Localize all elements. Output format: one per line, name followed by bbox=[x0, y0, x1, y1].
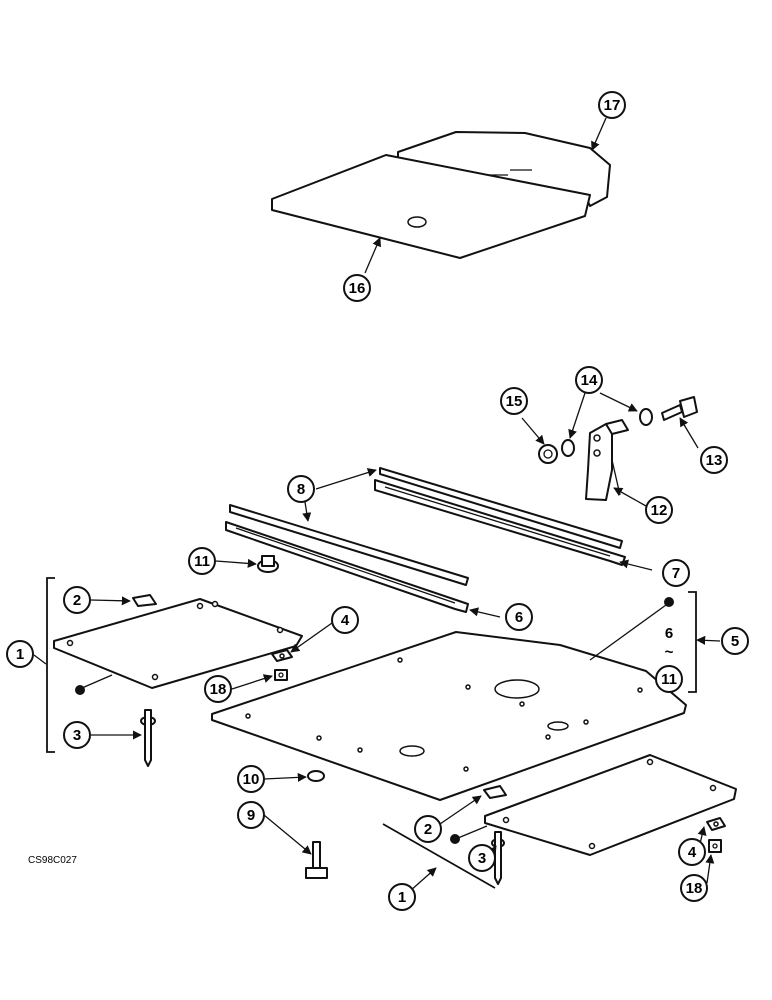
callout-14: 14 bbox=[575, 366, 603, 394]
callout-18: 18 bbox=[680, 874, 708, 902]
callout-label: 3 bbox=[73, 727, 81, 744]
callout-label: 14 bbox=[581, 372, 598, 389]
leader-lines bbox=[33, 117, 721, 892]
screw-18-left bbox=[274, 669, 288, 681]
callout-3: 3 bbox=[63, 721, 91, 749]
callout-label: 13 bbox=[706, 452, 723, 469]
callout-label: 1 bbox=[16, 646, 24, 663]
bolt-13 bbox=[661, 396, 698, 421]
callout-9: 9 bbox=[237, 801, 265, 829]
callout-3: 3 bbox=[468, 844, 496, 872]
callout-10: 10 bbox=[237, 765, 265, 793]
main-floor-plate bbox=[211, 631, 687, 801]
callout-4: 4 bbox=[678, 838, 706, 866]
callout-12: 12 bbox=[645, 496, 673, 524]
channel-7 bbox=[374, 479, 626, 566]
callout-label: 18 bbox=[686, 880, 703, 897]
clip-2-left bbox=[132, 594, 157, 607]
drawing-code: CS98C027 bbox=[28, 855, 77, 866]
screw-18-right bbox=[708, 839, 722, 853]
sealant-dot bbox=[664, 597, 674, 607]
callout-7: 7 bbox=[662, 559, 690, 587]
callout-17: 17 bbox=[598, 91, 626, 119]
callout-5: 5 bbox=[721, 627, 749, 655]
floor-plate-left bbox=[53, 598, 303, 689]
bracket-12 bbox=[585, 419, 629, 501]
assembly-bracket-1-left bbox=[46, 577, 55, 753]
clip-4-left bbox=[271, 649, 293, 662]
callout-label: 10 bbox=[243, 771, 260, 788]
strip-8-rear bbox=[379, 467, 623, 549]
callout-label: 7 bbox=[672, 565, 680, 582]
callout-label: 4 bbox=[688, 844, 697, 861]
callout-label: 8 bbox=[297, 481, 305, 498]
callout-label: 16 bbox=[349, 280, 366, 297]
callout-15: 15 bbox=[500, 387, 528, 415]
floor-plate-right bbox=[484, 754, 737, 856]
callout-8: 8 bbox=[287, 475, 315, 503]
washer-14b bbox=[639, 408, 653, 426]
callout-4: 4 bbox=[331, 606, 359, 634]
callout-label: 9 bbox=[247, 807, 255, 824]
strip-8-front bbox=[229, 504, 469, 586]
callout-label: 6 bbox=[665, 625, 673, 642]
callout-1: 1 bbox=[388, 883, 416, 911]
callout-label: 2 bbox=[424, 821, 432, 838]
callout-label: 3 bbox=[478, 850, 486, 867]
clip-4-right bbox=[706, 817, 726, 831]
callout-11: 11 bbox=[188, 547, 216, 575]
nut-15 bbox=[538, 444, 558, 464]
sealant-dot bbox=[75, 685, 85, 695]
channel-6 bbox=[225, 521, 469, 613]
callout-18: 18 bbox=[204, 675, 232, 703]
washer-10 bbox=[307, 770, 325, 782]
callout-label: 4 bbox=[341, 612, 350, 629]
callout-13: 13 bbox=[700, 446, 728, 474]
callout-label: 5 bbox=[731, 633, 739, 650]
stud-3-right bbox=[491, 831, 505, 885]
callout-16: 16 bbox=[343, 274, 371, 302]
callout-label: 18 bbox=[210, 681, 227, 698]
assembly-bracket-5 bbox=[688, 591, 697, 693]
bracket-5-range: 6 ~ 11 bbox=[655, 625, 683, 693]
callout-label: 2 bbox=[73, 592, 81, 609]
callout-label: 15 bbox=[506, 393, 523, 410]
callout-label: 11 bbox=[194, 553, 210, 570]
stud-3-left bbox=[140, 709, 156, 767]
callout-1: 1 bbox=[6, 640, 34, 668]
range-tilde: ~ bbox=[665, 644, 674, 661]
callout-2: 2 bbox=[414, 815, 442, 843]
bolt-9 bbox=[305, 841, 328, 879]
callout-label: 11 bbox=[661, 671, 677, 688]
clip-2-right bbox=[483, 785, 507, 799]
callout-label: 12 bbox=[651, 502, 668, 519]
callout-label: 6 bbox=[515, 609, 523, 626]
washer-14a bbox=[561, 439, 575, 457]
callout-label: 1 bbox=[398, 889, 406, 906]
callout-2: 2 bbox=[63, 586, 91, 614]
front-mat-16 bbox=[271, 154, 591, 259]
callout-6: 6 bbox=[505, 603, 533, 631]
callout-label: 17 bbox=[604, 97, 621, 114]
sealant-dot bbox=[450, 834, 460, 844]
assembly-bracket-1-right bbox=[382, 823, 496, 889]
fastener-11 bbox=[257, 555, 279, 573]
